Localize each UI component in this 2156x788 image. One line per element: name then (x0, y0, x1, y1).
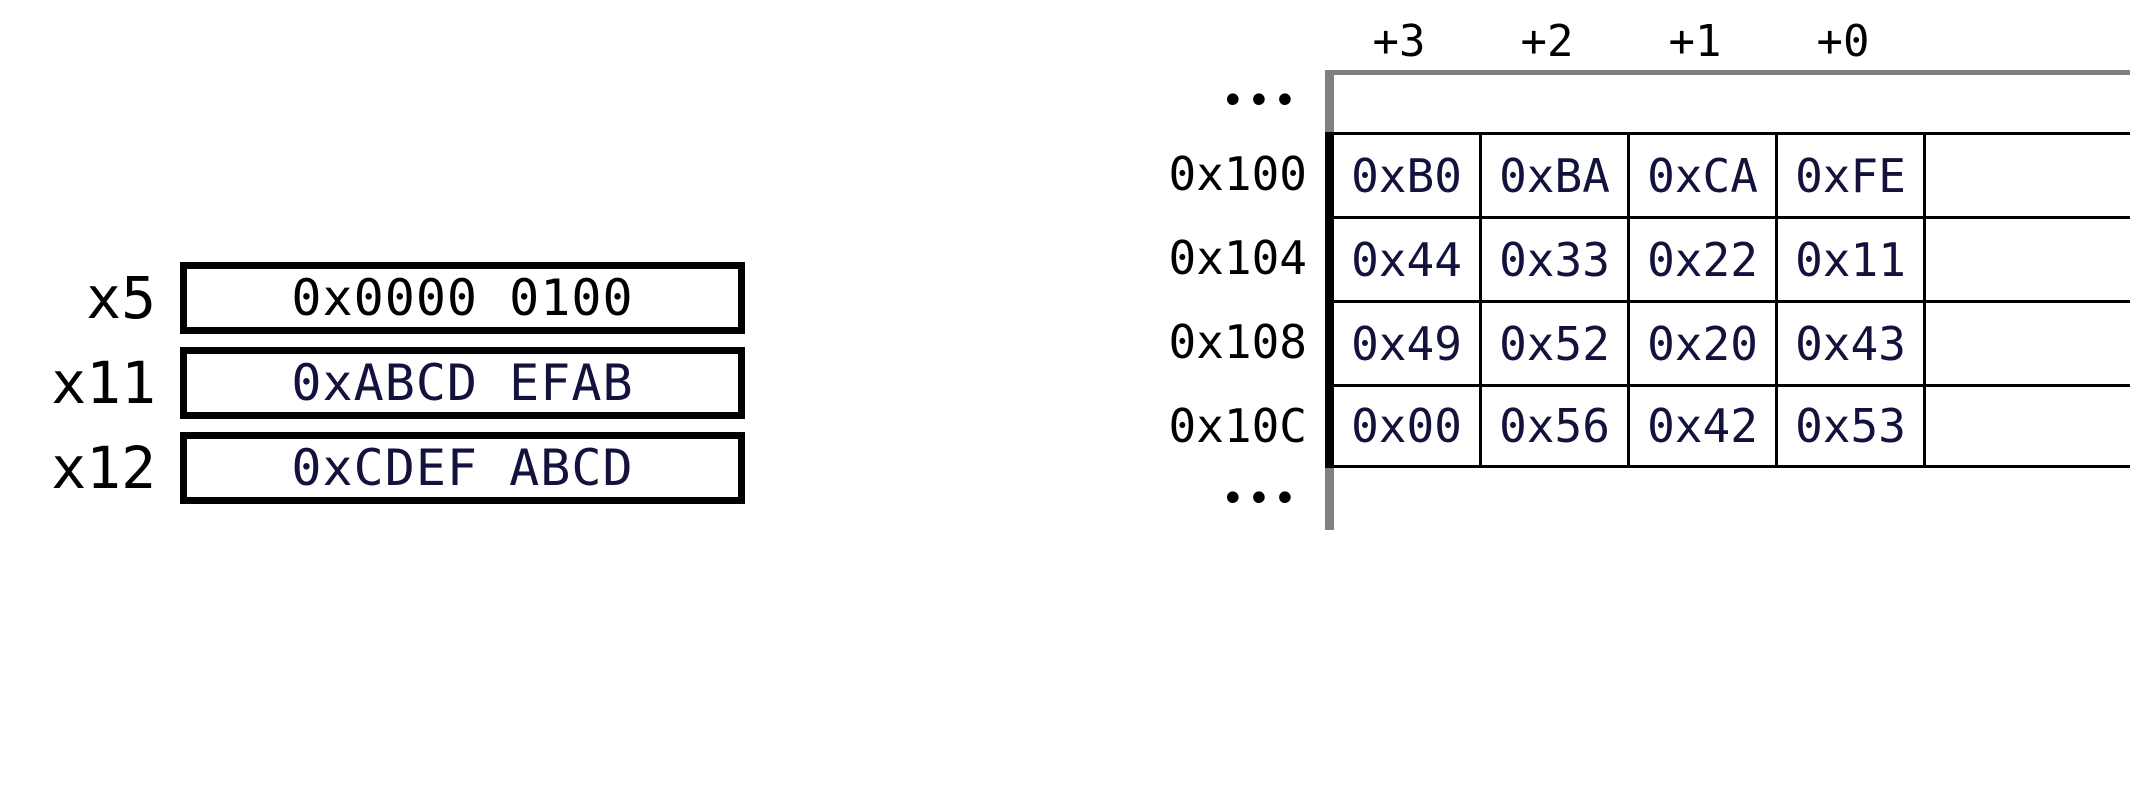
register-row: x12 0xCDEF ABCD (0, 425, 820, 510)
memory-column-header-plus0: +0 (1816, 16, 1870, 67)
memory-ellipsis-row-bottom: ••• (1120, 468, 2130, 530)
memory-cell[interactable]: 0x43 (1778, 303, 1926, 384)
memory-ellipsis-row-top: ••• (1120, 70, 2130, 132)
memory-cell[interactable]: 0xB0 (1334, 135, 1482, 216)
memory-column-header-row: +3 +2 +1 +0 (1325, 14, 2130, 70)
memory-row-0x100: 0x100 0xB0 0xBA 0xCA 0xFE (1120, 132, 2130, 216)
register-value-x5: 0x0000 0100 (291, 268, 634, 327)
register-box-x12[interactable]: 0xCDEF ABCD (180, 431, 745, 504)
memory-ellipsis-label-top: ••• (1220, 78, 1299, 124)
memory-cell[interactable]: 0x22 (1630, 219, 1778, 300)
memory-cell[interactable]: 0x42 (1630, 387, 1778, 465)
memory-row-0x10C: 0x10C 0x00 0x56 0x42 0x53 (1120, 384, 2130, 468)
register-value-x12: 0xCDEF ABCD (291, 438, 634, 497)
register-label-x12: x12 (51, 433, 156, 502)
memory-cell[interactable]: 0x00 (1334, 387, 1482, 465)
memory-ellipsis-cells-top (1325, 70, 2130, 132)
memory-cell[interactable]: 0x44 (1334, 219, 1482, 300)
memory-cells: 0x00 0x56 0x42 0x53 (1325, 384, 2130, 468)
memory-cells: 0xB0 0xBA 0xCA 0xFE (1325, 132, 2130, 216)
register-label-x11: x11 (51, 348, 156, 417)
memory-column-header-plus2: +2 (1520, 16, 1574, 67)
memory-address-0x10C: 0x10C (1168, 399, 1307, 453)
memory-address-0x108: 0x108 (1168, 315, 1307, 369)
memory-column-header-plus1: +1 (1668, 16, 1722, 67)
memory-ellipsis-label-bottom: ••• (1220, 476, 1299, 522)
memory-cell[interactable]: 0x20 (1630, 303, 1778, 384)
memory-cell[interactable]: 0x53 (1778, 387, 1926, 465)
memory-address-0x100: 0x100 (1168, 147, 1307, 201)
memory-cell[interactable]: 0x33 (1482, 219, 1630, 300)
memory-table-panel: +3 +2 +1 +0 ••• 0x100 0xB0 0xBA 0xCA 0xF… (1120, 14, 2130, 530)
register-row: x11 0xABCD EFAB (0, 340, 820, 425)
register-value-x11: 0xABCD EFAB (291, 353, 634, 412)
memory-row-0x104: 0x104 0x44 0x33 0x22 0x11 (1120, 216, 2130, 300)
memory-cell[interactable]: 0x11 (1778, 219, 1926, 300)
memory-column-header-plus3: +3 (1372, 16, 1426, 67)
memory-cells: 0x49 0x52 0x20 0x43 (1325, 300, 2130, 384)
memory-cell[interactable]: 0x49 (1334, 303, 1482, 384)
memory-cell[interactable]: 0xCA (1630, 135, 1778, 216)
memory-ellipsis-cells-bottom (1325, 468, 2130, 530)
memory-cell[interactable]: 0x56 (1482, 387, 1630, 465)
register-row: x5 0x0000 0100 (0, 255, 820, 340)
memory-address-0x104: 0x104 (1168, 231, 1307, 285)
memory-cell[interactable]: 0xBA (1482, 135, 1630, 216)
register-box-x11[interactable]: 0xABCD EFAB (180, 346, 745, 419)
memory-cell[interactable]: 0x52 (1482, 303, 1630, 384)
register-file-panel: x5 0x0000 0100 x11 0xABCD EFAB x12 0xCDE… (0, 255, 820, 540)
register-label-x5: x5 (86, 263, 156, 332)
register-box-x5[interactable]: 0x0000 0100 (180, 261, 745, 334)
memory-cells: 0x44 0x33 0x22 0x11 (1325, 216, 2130, 300)
memory-cell[interactable]: 0xFE (1778, 135, 1926, 216)
memory-row-0x108: 0x108 0x49 0x52 0x20 0x43 (1120, 300, 2130, 384)
